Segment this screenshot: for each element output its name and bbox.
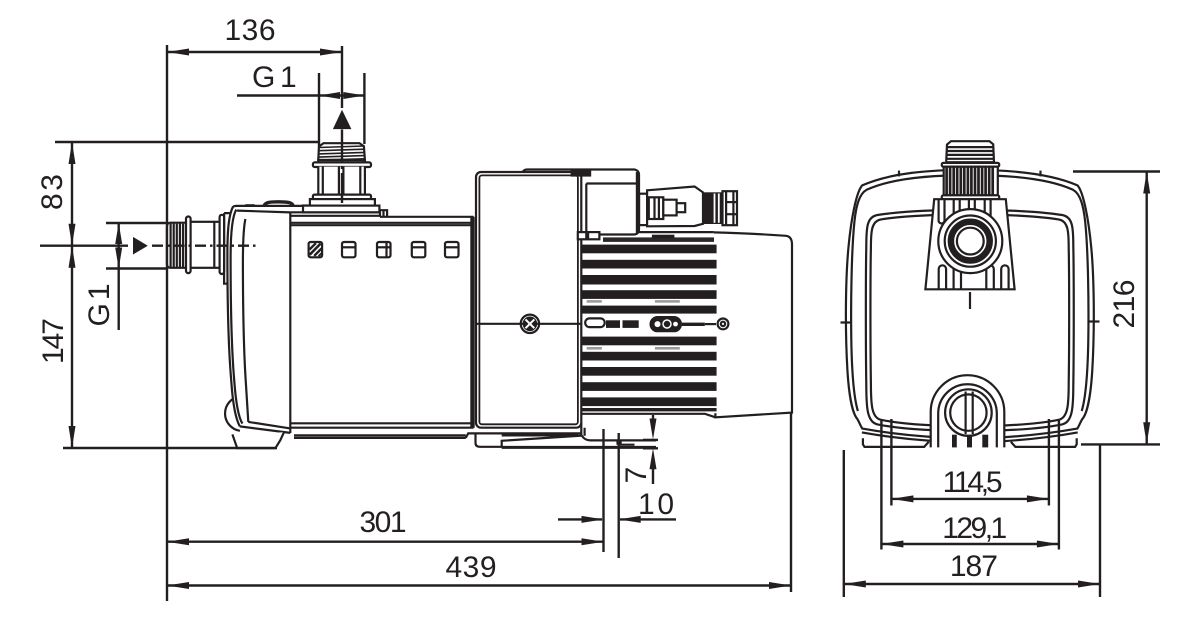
svg-text:1: 1 — [280, 61, 297, 94]
svg-text:G: G — [252, 61, 275, 94]
svg-text:147: 147 — [37, 318, 70, 364]
svg-text:G1: G1 — [83, 283, 116, 326]
svg-text:136: 136 — [225, 14, 276, 47]
svg-text:114,5: 114,5 — [943, 466, 1003, 499]
svg-text:187: 187 — [950, 550, 998, 583]
svg-text:216: 216 — [1108, 280, 1141, 329]
svg-text:301: 301 — [360, 506, 407, 539]
svg-text:7: 7 — [620, 467, 653, 484]
svg-text:439: 439 — [446, 551, 497, 584]
svg-text:129,1: 129,1 — [942, 512, 1007, 545]
